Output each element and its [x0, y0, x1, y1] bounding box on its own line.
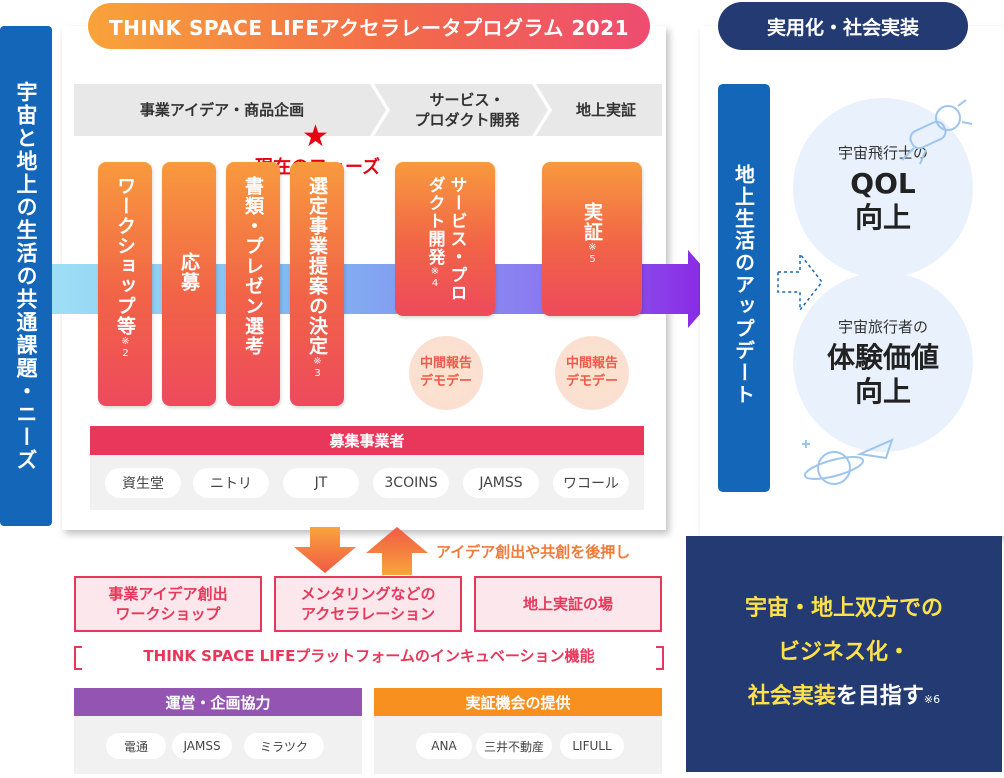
- up-arrow-icon: [366, 527, 428, 575]
- provision-chip: 三井不動産: [476, 733, 552, 759]
- provision-chip: ANA: [416, 733, 472, 759]
- phase-verification-label: 地上実証: [575, 101, 636, 119]
- company-chip: 3COINS: [373, 468, 449, 498]
- step-workshop-label: ワークショップ等: [114, 176, 136, 336]
- provision-chip: LIFULL: [560, 733, 624, 759]
- company-chip: JAMSS: [463, 468, 539, 498]
- experience-large-label: 体験価値 向上: [826, 340, 939, 408]
- company-chip: ワコール: [553, 468, 629, 498]
- recruit-list: [90, 455, 644, 510]
- implementation-heading: 実用化・社会実装: [718, 2, 968, 50]
- goal-line-3b: を目指す: [835, 683, 924, 709]
- company-chip: ニトリ: [193, 468, 269, 498]
- push-label: アイデア創出や共創を後押し: [436, 543, 631, 561]
- field-test-box: 地上実証の場: [474, 576, 662, 632]
- goal-box: 宇宙・地上双方での ビジネス化・ 社会実装を目指す※6: [686, 536, 1002, 772]
- workshop-box: 事業アイデア創出 ワークショップ: [74, 576, 262, 632]
- demo-day-label-2: 中間報告 デモデー: [565, 356, 618, 389]
- step-apply-label: 応募: [178, 252, 200, 292]
- phase-development-label: サービス・ プロダクト開発: [414, 91, 520, 129]
- phase-idea-label: 事業アイデア・商品企画: [139, 101, 305, 119]
- down-arrow-icon: [294, 527, 356, 573]
- operations-heading: 運営・企画協力: [74, 688, 362, 716]
- step-decision-label: 選定事業提案の決定: [306, 176, 328, 356]
- phase-development: サービス・ プロダクト開発: [374, 84, 548, 136]
- operations-chip: ミラツク: [244, 733, 324, 759]
- company-chip: JT: [283, 468, 359, 498]
- update-bar: 地上生活のアップデート: [718, 84, 770, 492]
- field-test-box-label: 地上実証の場: [522, 595, 613, 613]
- platform-label: THINK SPACE LIFEプラットフォームのインキュベーション機能: [143, 647, 595, 665]
- step-screening-label: 書類・プレゼン選考: [242, 176, 264, 356]
- recruit-heading: 募集事業者: [90, 426, 644, 455]
- step-apply: 応募: [162, 162, 216, 406]
- phase-verification: 地上実証: [536, 84, 662, 136]
- step-development: サービス・プロダクト開発※4: [395, 162, 495, 316]
- planet-rocket-icon: [802, 438, 894, 485]
- demo-day-badge-2: 中間報告 デモデー: [555, 336, 629, 410]
- step-verification: 実証※5: [542, 162, 642, 316]
- step-development-note: ※4: [429, 266, 441, 290]
- dotted-arrow-icon: [777, 251, 823, 313]
- star-icon: ★: [302, 119, 329, 154]
- astronaut-icon: [901, 99, 973, 165]
- provision-heading: 実証機会の提供: [374, 688, 662, 716]
- experience-circle: 宇宙旅行者の 体験価値 向上: [793, 272, 973, 452]
- step-workshop-note: ※2: [120, 336, 131, 360]
- demo-day-badge-1: 中間報告 デモデー: [409, 336, 483, 410]
- step-decision: 選定事業提案の決定※3: [290, 162, 344, 406]
- step-decision-note: ※3: [312, 356, 323, 380]
- step-screening: 書類・プレゼン選考: [226, 162, 280, 406]
- acceleration-box: メンタリングなどの アクセラレーション: [274, 576, 462, 632]
- acceleration-box-label: メンタリングなどの アクセラレーション: [300, 585, 436, 623]
- goal-line-2: ビジネス化・: [777, 639, 910, 665]
- workshop-box-label: 事業アイデア創出 ワークショップ: [108, 585, 228, 623]
- goal-line-3a: 社会実装: [747, 683, 836, 709]
- operations-chip: JAMSS: [172, 733, 232, 759]
- step-development-label: サービス・プロダクト開発: [424, 176, 467, 302]
- phase-idea: 事業アイデア・商品企画: [74, 84, 386, 136]
- goal-note: ※6: [923, 692, 941, 706]
- common-issues-bar: 宇宙と地上の生活の共通課題・ニーズ: [0, 26, 52, 526]
- qol-circle: 宇宙飛行士の QOL 向上: [793, 98, 973, 278]
- qol-large-label: QOL 向上: [850, 166, 916, 234]
- experience-small-label: 宇宙旅行者の: [837, 317, 928, 336]
- goal-line-1: 宇宙・地上双方での: [744, 595, 943, 621]
- common-issues-label: 宇宙と地上の生活の共通課題・ニーズ: [14, 80, 38, 472]
- step-verification-label: 実証: [581, 202, 603, 242]
- bracket-left: [74, 646, 82, 670]
- operations-chip: 電通: [106, 733, 166, 759]
- company-chip: 資生堂: [105, 468, 181, 498]
- demo-day-label-1: 中間報告 デモデー: [419, 356, 472, 389]
- step-workshop: ワークショップ等※2: [98, 162, 152, 406]
- step-verification-note: ※5: [587, 242, 598, 266]
- update-label: 地上生活のアップデート: [731, 164, 756, 406]
- program-title: THINK SPACE LIFEアクセラレータプログラム 2021: [88, 3, 650, 49]
- bracket-right: [656, 646, 664, 670]
